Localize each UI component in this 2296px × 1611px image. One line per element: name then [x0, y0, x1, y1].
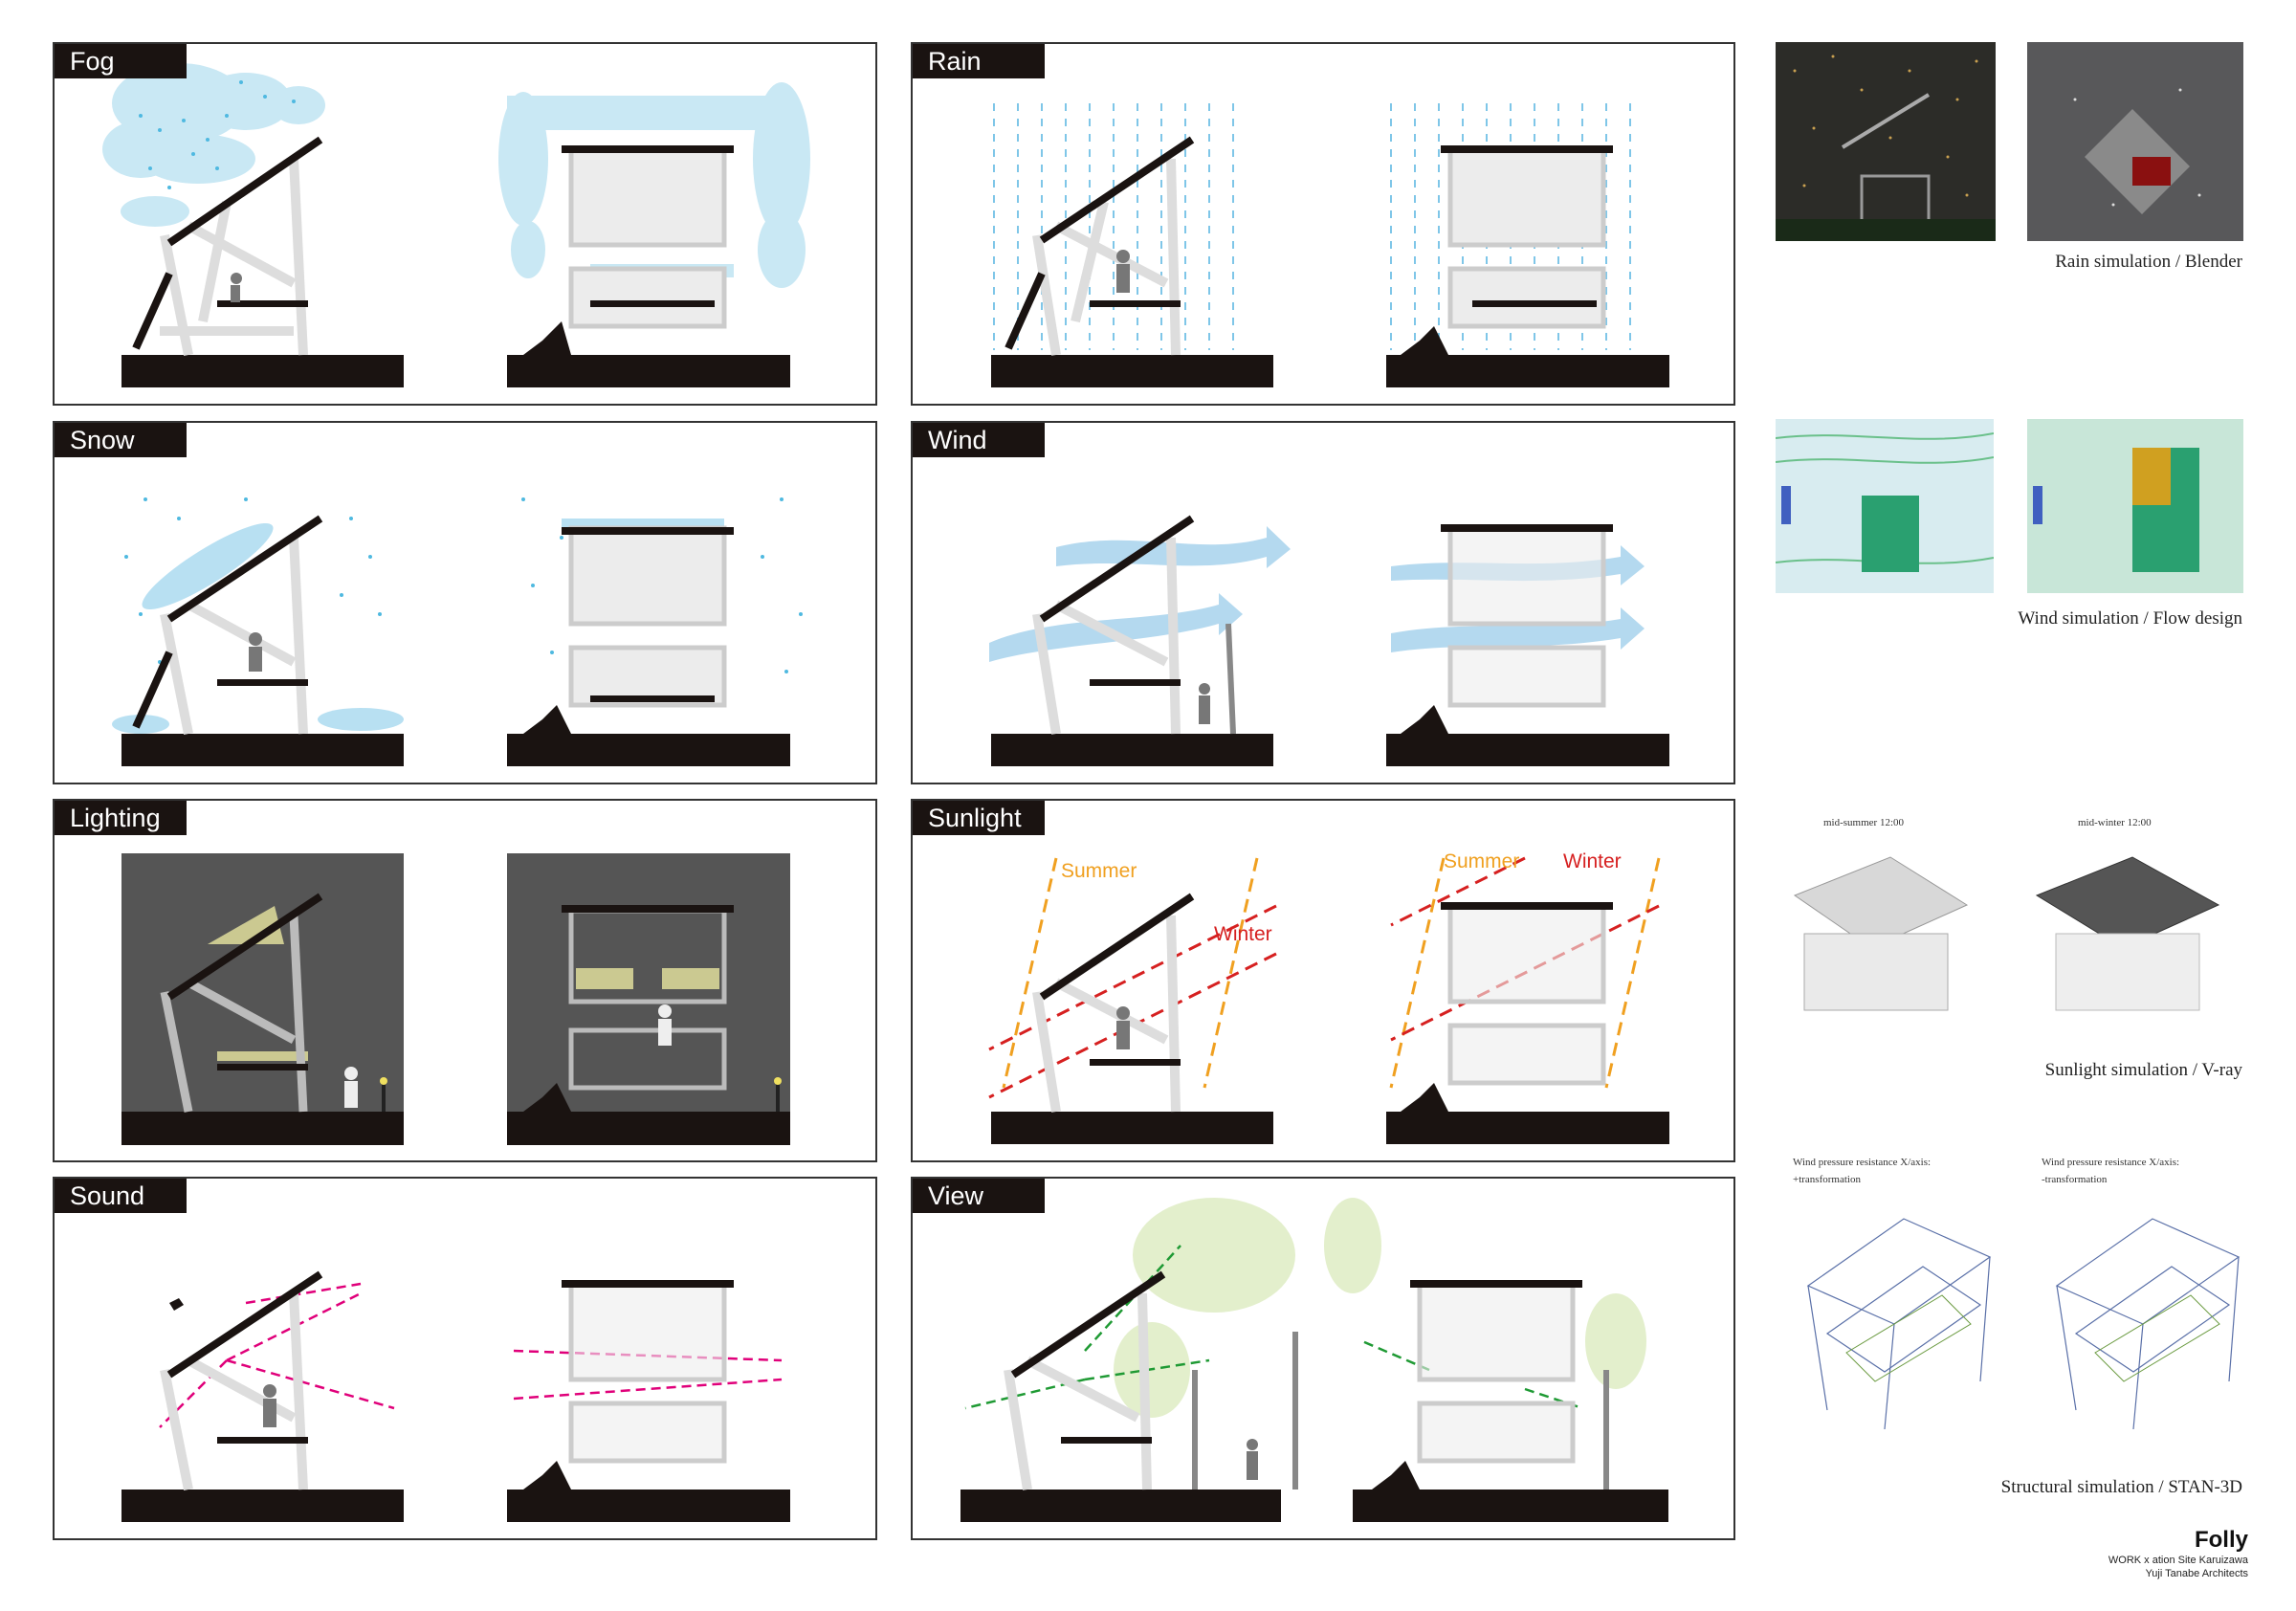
snow-building-right — [507, 519, 790, 766]
sound-diagram — [121, 1270, 790, 1522]
wind-diagram — [989, 515, 1669, 766]
mid-winter-label: mid-winter 12:00 — [2078, 817, 2152, 828]
rain-sim-caption: Rain simulation / Blender — [2055, 252, 2242, 272]
struct-right-label-1: Wind pressure resistance X/axis: — [2042, 1157, 2180, 1168]
tab-lighting: Lighting — [55, 801, 187, 835]
panel-view: View — [911, 1177, 1735, 1540]
fog-building-right — [507, 145, 790, 387]
sound-building-left — [121, 1270, 404, 1522]
credit-block: Folly WORK x ation Site Karuizawa Yuji T… — [2108, 1527, 2248, 1580]
view-trunks — [1192, 1332, 1609, 1490]
structural-sim-image-left — [1789, 1190, 2009, 1468]
credit-line-1: WORK x ation Site Karuizawa — [2108, 1555, 2248, 1566]
panel-wind: Wind — [911, 421, 1735, 784]
lighting-building-left — [121, 893, 404, 1145]
fog-cloud-left — [102, 63, 325, 227]
structural-sim-caption: Structural simulation / STAN-3D — [2000, 1477, 2242, 1497]
lighting-diagram — [121, 853, 790, 1145]
rain-diagram — [991, 103, 1669, 387]
view-building-right — [1353, 1280, 1668, 1522]
wind-building-right — [1386, 524, 1669, 766]
summer-label-right: Summer — [1444, 850, 1520, 872]
tab-sound: Sound — [55, 1179, 187, 1213]
snow-diagram — [112, 497, 803, 766]
project-title: Folly — [2194, 1527, 2248, 1553]
tab-sunlight: Sunlight — [913, 801, 1045, 835]
mid-summer-label: mid-summer 12:00 — [1823, 817, 1905, 828]
winter-label-left: Winter — [1214, 923, 1272, 945]
wind-sim-caption: Wind simulation / Flow design — [2018, 608, 2242, 629]
struct-right-label-2: -transformation — [2042, 1174, 2108, 1185]
summer-rays — [1002, 857, 1661, 1089]
winter-label-right: Winter — [1563, 850, 1622, 872]
structural-sim-image-right — [2038, 1190, 2248, 1468]
sunlight-building-left — [991, 893, 1273, 1144]
panel-fog: Fog — [53, 42, 877, 406]
fog-building-left — [121, 136, 404, 387]
sunlight-sim-caption: Sunlight simulation / V-ray — [2044, 1060, 2242, 1080]
credit-line-2: Yuji Tanabe Architects — [2145, 1568, 2248, 1579]
snow-dots — [124, 497, 803, 673]
view-building-left — [960, 1270, 1281, 1522]
wind-sim-image-right — [2027, 419, 2243, 593]
tab-snow: Snow — [55, 423, 187, 457]
rain-building-right — [1386, 145, 1669, 387]
panel-sound: Sound — [53, 1177, 877, 1540]
wind-sim-image-left — [1776, 419, 1994, 593]
fog-dots-left — [139, 80, 296, 189]
rain-sim-image-left — [1776, 42, 1996, 241]
panel-snow: Snow — [53, 421, 877, 784]
panel-lighting: Lighting — [53, 799, 877, 1162]
rain-sim-image-right — [2027, 42, 2243, 241]
sunlight-diagram — [988, 856, 1669, 1144]
lighting-building-right — [507, 905, 790, 1145]
view-diagram — [960, 1198, 1668, 1522]
tab-wind: Wind — [913, 423, 1045, 457]
summer-label-left: Summer — [1061, 860, 1137, 882]
wind-building-left — [991, 515, 1273, 766]
sunlight-sim-image-left — [1776, 838, 1996, 1039]
struct-left-label-1: Wind pressure resistance X/axis: — [1793, 1157, 1932, 1168]
sound-building-right — [507, 1280, 790, 1522]
struct-left-label-2: +transformation — [1793, 1174, 1861, 1185]
panel-sunlight: Sunlight Summer Winter Summer Winter — [911, 799, 1735, 1162]
fog-diagram — [102, 63, 810, 387]
sunlight-building-right — [1386, 902, 1669, 1144]
sunlight-sim-image-right — [2027, 838, 2243, 1039]
tab-rain: Rain — [913, 44, 1045, 78]
tab-view: View — [913, 1179, 1045, 1213]
rain-building-left — [991, 136, 1273, 387]
panel-rain: Rain — [911, 42, 1735, 406]
snow-building-left — [112, 515, 404, 766]
tab-fog: Fog — [55, 44, 187, 78]
